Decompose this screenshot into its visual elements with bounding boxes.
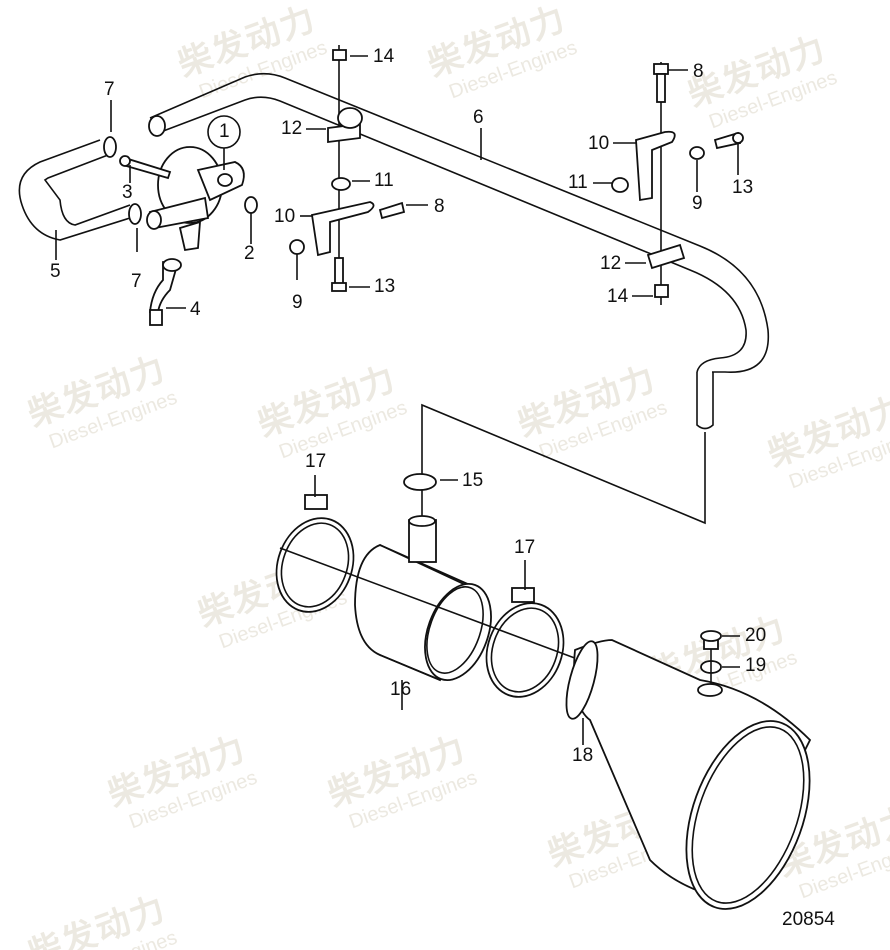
- adapter-18: [565, 639, 812, 910]
- seal-2: [244, 196, 258, 214]
- callout-12: 12: [600, 253, 622, 274]
- clamp-17-left: [275, 475, 355, 613]
- right-bracket-assembly: [611, 62, 744, 305]
- callout-1: 1: [219, 121, 230, 142]
- assembly-line: [421, 403, 706, 525]
- callout-9: 9: [692, 193, 703, 214]
- leader-lines: [55, 55, 698, 297]
- clamp-17-right: [485, 560, 565, 698]
- callout-11: 11: [374, 170, 394, 191]
- callout-16: 16: [390, 679, 412, 700]
- separator-1: [146, 115, 245, 252]
- clamp-15: [403, 473, 437, 491]
- callout-14: 14: [373, 46, 395, 67]
- callout-17: 17: [305, 451, 327, 472]
- hose-6: [148, 72, 770, 430]
- axis-line: [279, 547, 581, 661]
- callout-6: 6: [473, 107, 484, 128]
- callout-7: 7: [104, 79, 115, 100]
- left-bracket-assembly: [289, 45, 406, 292]
- callout-4: 4: [190, 299, 201, 320]
- callout-2: 2: [244, 243, 255, 264]
- callout-15: 15: [462, 470, 484, 491]
- tee-16: [354, 515, 492, 710]
- figure-number: 20854: [782, 909, 835, 930]
- callout-14: 14: [607, 286, 629, 307]
- callout-5: 5: [50, 261, 61, 282]
- callout-13: 13: [374, 276, 396, 297]
- callout-7: 7: [131, 271, 142, 292]
- seal-19: [700, 660, 740, 674]
- hose-5: [18, 136, 142, 241]
- callout-18: 18: [572, 745, 594, 766]
- callout-17: 17: [514, 537, 536, 558]
- callout-19: 19: [745, 655, 767, 676]
- callout-13: 13: [732, 177, 754, 198]
- callout-8: 8: [693, 61, 704, 82]
- callout-11: 11: [568, 172, 588, 193]
- callout-10: 10: [588, 133, 610, 154]
- callout-10: 10: [274, 206, 296, 227]
- callout-3: 3: [122, 182, 133, 203]
- callout-8: 8: [434, 196, 445, 217]
- callout-9: 9: [292, 292, 303, 313]
- callout-20: 20: [745, 625, 767, 646]
- plug-20: [700, 630, 740, 650]
- callout-12: 12: [281, 118, 303, 139]
